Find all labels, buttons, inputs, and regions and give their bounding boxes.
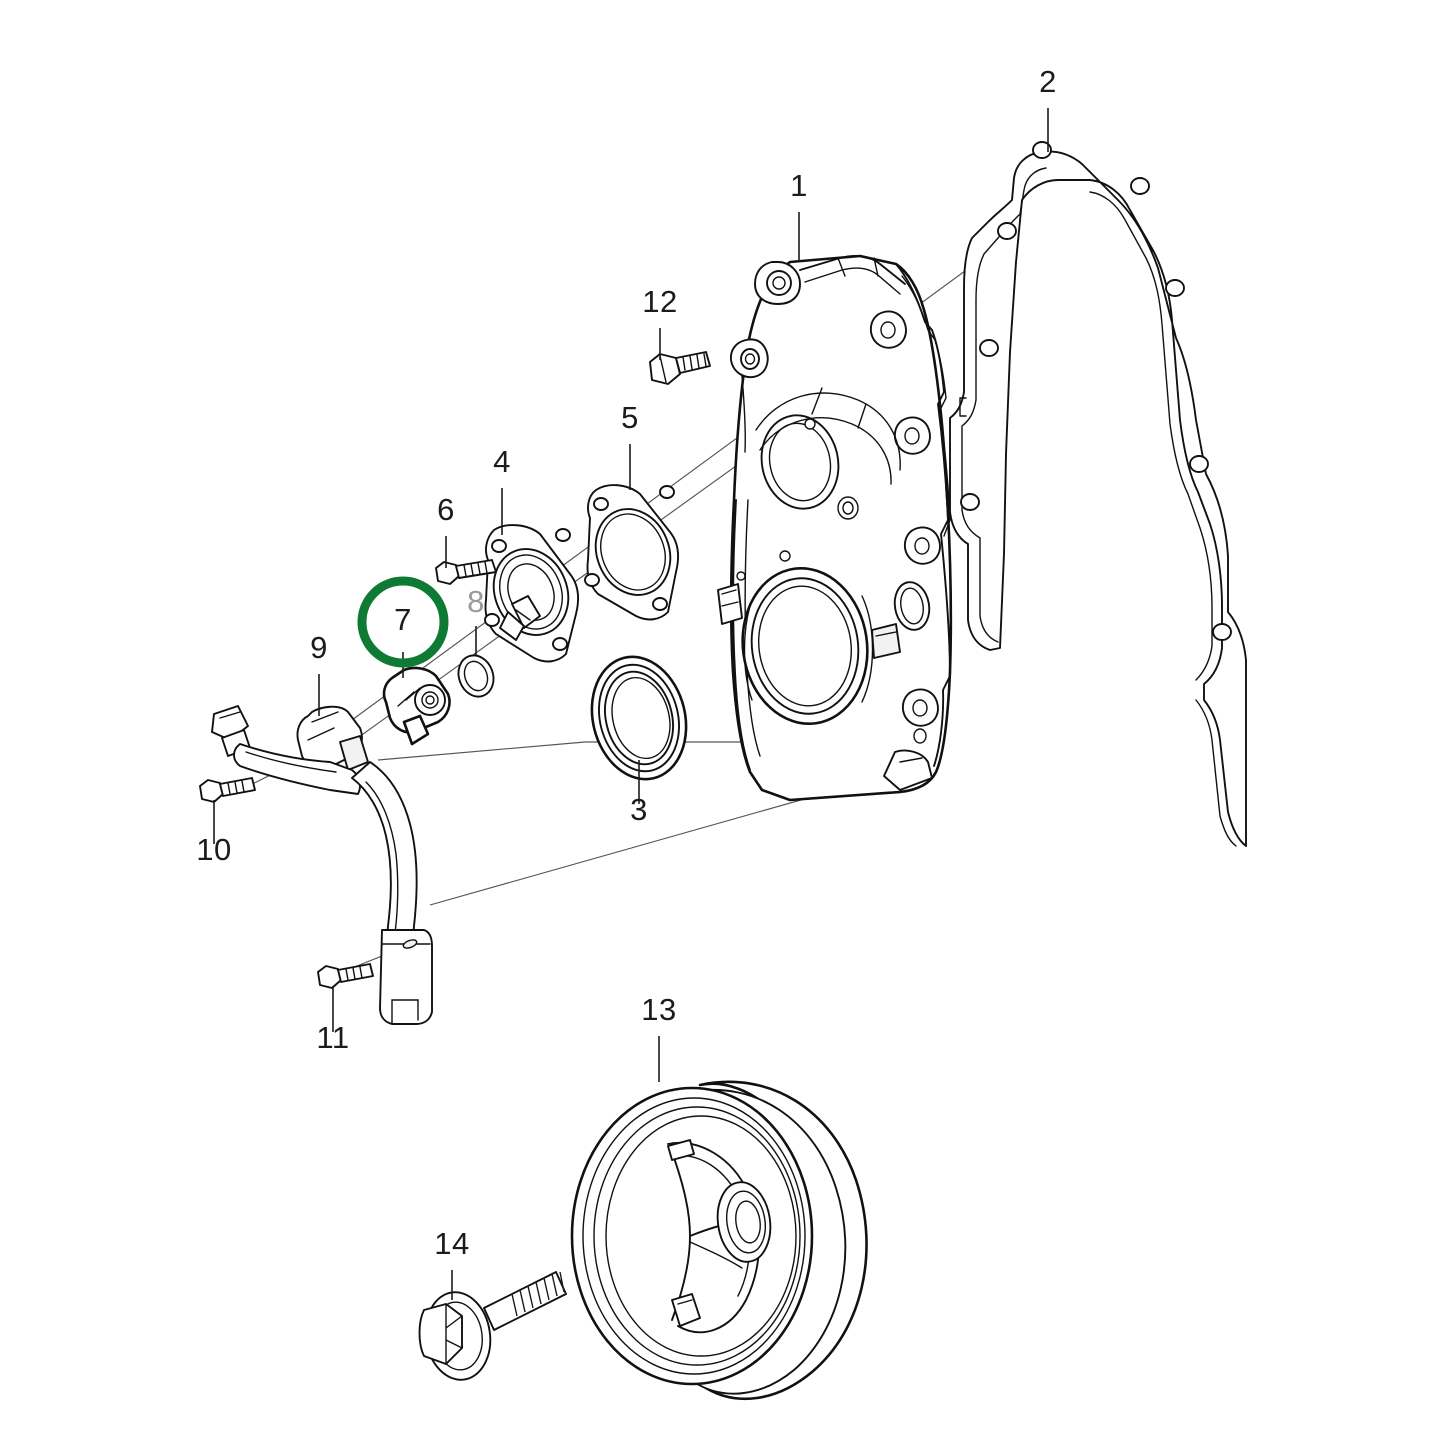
bracket-bolt bbox=[199, 777, 256, 803]
callout-label-14: 14 bbox=[434, 1226, 469, 1261]
callout-label-12: 12 bbox=[642, 284, 677, 319]
callout-5[interactable]: 5 bbox=[621, 400, 639, 490]
callout-13[interactable]: 13 bbox=[641, 992, 676, 1082]
crankshaft-oil-seal bbox=[590, 655, 688, 781]
callout-12[interactable]: 12 bbox=[642, 284, 677, 360]
sensor-housing bbox=[484, 524, 579, 663]
cover-bolt bbox=[649, 351, 711, 385]
callout-10[interactable]: 10 bbox=[196, 800, 231, 867]
callout-label-5: 5 bbox=[621, 400, 639, 435]
callout-label-10: 10 bbox=[196, 832, 231, 867]
housing-bolt bbox=[435, 559, 497, 585]
callout-label-7: 7 bbox=[394, 602, 412, 637]
callout-2[interactable]: 2 bbox=[1039, 64, 1057, 152]
callout-label-4: 4 bbox=[493, 444, 511, 479]
connector-bolt bbox=[317, 963, 374, 989]
pulley-bolt bbox=[418, 1271, 567, 1381]
callout-8[interactable]: 8 bbox=[467, 584, 485, 655]
highlight-ring[interactable] bbox=[357, 576, 449, 668]
sensor-o-ring bbox=[457, 654, 495, 698]
callout-label-9: 9 bbox=[310, 630, 328, 665]
callout-11[interactable]: 11 bbox=[316, 986, 349, 1055]
callout-14[interactable]: 14 bbox=[434, 1226, 469, 1300]
crankshaft-pulley bbox=[570, 1080, 868, 1401]
callout-label-1: 1 bbox=[790, 168, 808, 203]
callout-1[interactable]: 1 bbox=[790, 168, 808, 262]
gasket-bolt-holes bbox=[960, 141, 1232, 641]
callout-label-2: 2 bbox=[1039, 64, 1057, 99]
callout-3[interactable]: 3 bbox=[630, 760, 648, 827]
callout-9[interactable]: 9 bbox=[310, 630, 328, 716]
callout-label-6: 6 bbox=[437, 492, 455, 527]
housing-gasket bbox=[584, 484, 679, 621]
camshaft-position-sensor bbox=[382, 666, 451, 746]
oil-tube-bracket bbox=[211, 705, 433, 1025]
cover-gasket bbox=[949, 141, 1247, 847]
callout-label-13: 13 bbox=[641, 992, 676, 1027]
callout-4[interactable]: 4 bbox=[493, 444, 511, 535]
highlight-ring-part-7[interactable] bbox=[357, 576, 449, 668]
callout-label-3: 3 bbox=[630, 792, 648, 827]
callout-label-8: 8 bbox=[467, 584, 485, 619]
bolt-threads bbox=[511, 1271, 565, 1317]
cover-bolt-bosses bbox=[869, 310, 941, 744]
callout-label-11: 11 bbox=[316, 1020, 349, 1055]
timing-cover bbox=[717, 254, 953, 802]
callout-6[interactable]: 6 bbox=[437, 492, 455, 568]
